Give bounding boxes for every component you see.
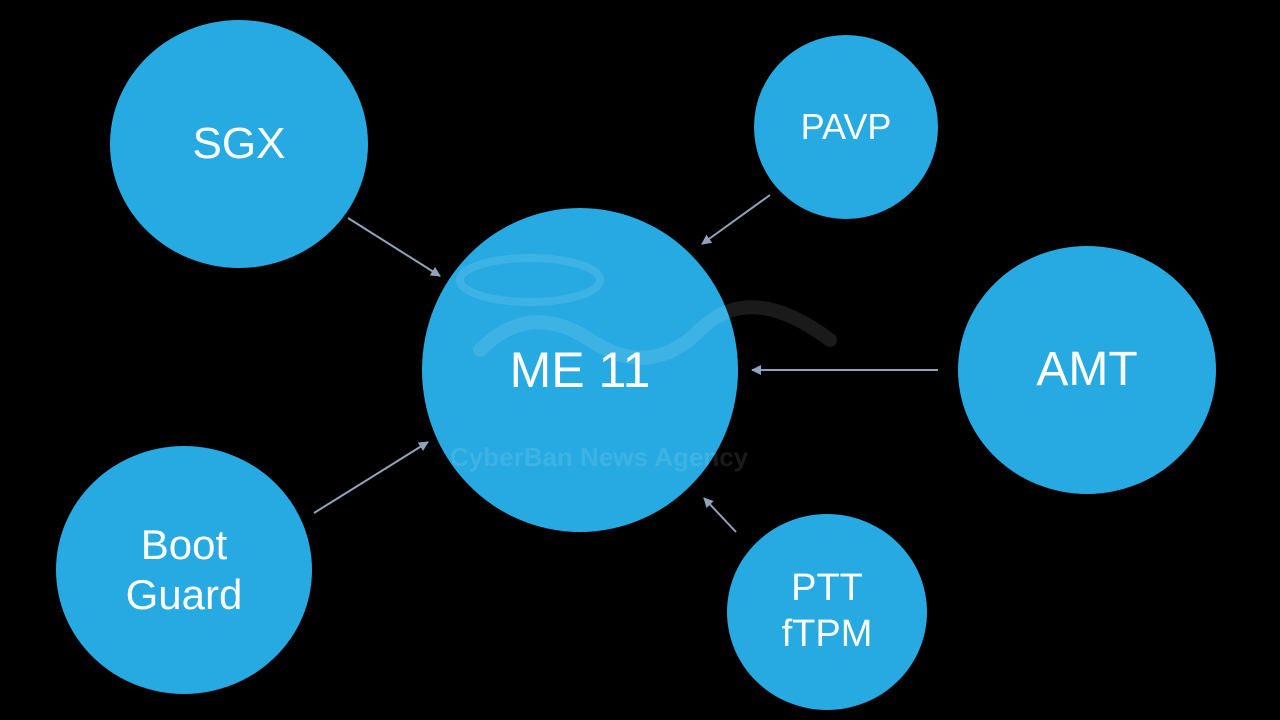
arrow-sgx-to-me11 (347, 217, 441, 277)
arrow-bootguard-to-me11 (313, 441, 429, 514)
node-label-line: Boot (140, 520, 228, 568)
node-sgx: SGX (110, 20, 368, 268)
node-label-line: SGX (192, 118, 286, 168)
node-label-line: PTT (791, 567, 863, 610)
node-me11: ME 11 (422, 208, 738, 532)
node-label-line: PAVP (800, 106, 892, 148)
arrow-ptt-to-me11 (703, 497, 737, 533)
node-label-line: Guard (125, 571, 243, 618)
node-label-line: ME 11 (509, 342, 651, 398)
node-pavp: PAVP (754, 35, 938, 219)
watermark-text: CyberBan News Agency (450, 442, 749, 472)
node-label-line: AMT (1036, 343, 1138, 397)
node-label-line: fTPM (781, 613, 873, 655)
node-amt: AMT (958, 246, 1216, 494)
arrow-pavp-to-me11 (701, 194, 771, 245)
